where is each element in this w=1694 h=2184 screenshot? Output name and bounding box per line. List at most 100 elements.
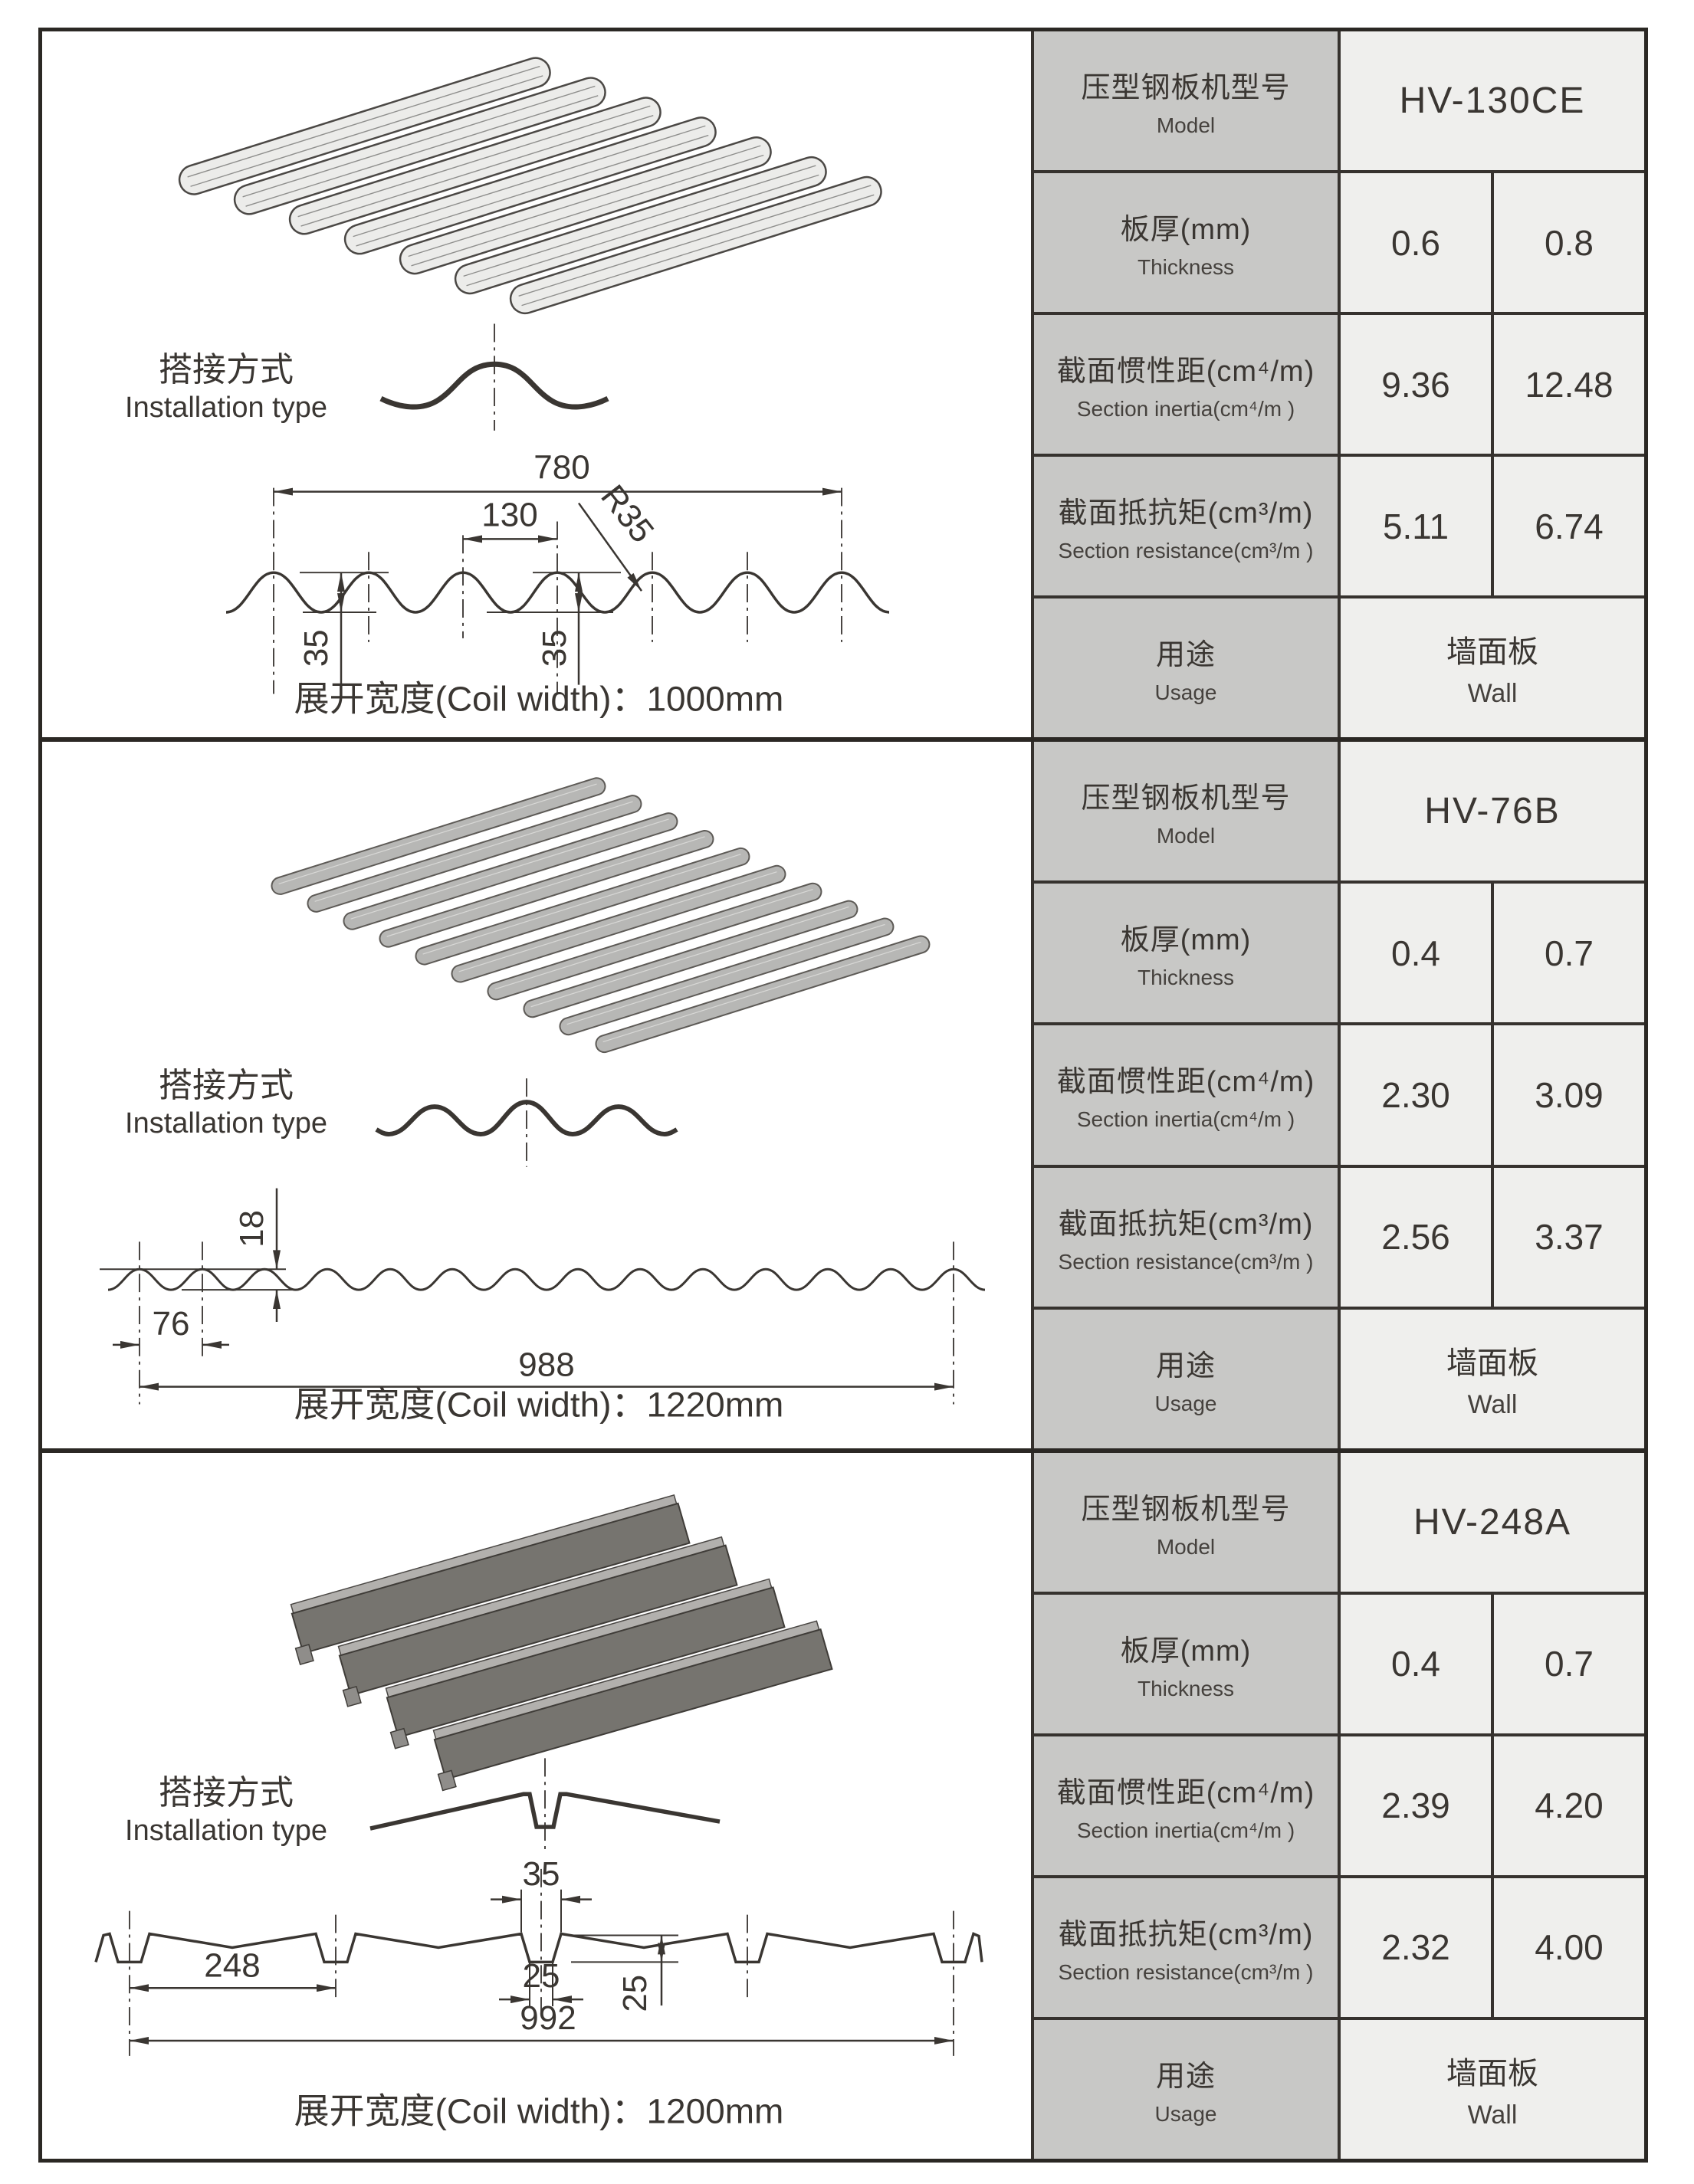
usage-label-cell: 用途 Usage [1034, 598, 1341, 738]
spec-table-hv-130ce: 压型钢板机型号 Model HV-130CE 板厚(mm) Thickness … [1031, 31, 1644, 738]
model-value: HV-130CE [1341, 31, 1644, 171]
usage-label-en: Usage [1154, 680, 1217, 705]
inertia-value-2: 3.09 [1491, 1025, 1644, 1165]
installation-label-en: Installation type [125, 1107, 327, 1140]
diagram-area-1: 搭接方式 Installation type [42, 31, 1031, 737]
inertia-value-2: 4.20 [1491, 1736, 1644, 1875]
resistance-label-zh: 截面抵抗矩(cm³/m) [1058, 1918, 1314, 1951]
usage-label-en: Usage [1154, 1391, 1217, 1415]
inertia-label-cell: 截面惯性距(cm⁴/m) Section inertia(cm⁴/m ) [1034, 1736, 1341, 1875]
thickness-label-zh: 板厚(mm) [1120, 214, 1252, 247]
table-row-thickness: 板厚(mm) Thickness 0.4 0.7 [1034, 880, 1644, 1023]
table-row-usage: 用途 Usage 墙面板 Wall [1034, 2016, 1644, 2159]
model-label-zh: 压型钢板机型号 [1081, 1493, 1291, 1526]
coil-width-text: 展开宽度(Coil width)：1220mm [294, 1385, 784, 1425]
thickness-label-cell: 板厚(mm) Thickness [1034, 884, 1341, 1023]
resistance-label-cell: 截面抵抗矩(cm³/m) Section resistance(cm³/m ) [1034, 457, 1341, 596]
table-row-inertia: 截面惯性距(cm⁴/m) Section inertia(cm⁴/m ) 9.3… [1034, 312, 1644, 454]
resistance-label-zh: 截面抵抗矩(cm³/m) [1058, 1208, 1314, 1241]
inertia-label-zh: 截面惯性距(cm⁴/m) [1056, 356, 1315, 389]
usage-label-cell: 用途 Usage [1034, 2019, 1341, 2159]
panel-3d-illustration [290, 1494, 833, 1792]
usage-label-cell: 用途 Usage [1034, 1309, 1341, 1448]
usage-label-zh: 用途 [1155, 639, 1216, 672]
resistance-value-2: 6.74 [1491, 457, 1644, 596]
usage-value-cell: 墙面板 Wall [1341, 2019, 1644, 2159]
thickness-label-en: Thickness [1137, 255, 1235, 280]
resistance-value-2: 3.37 [1491, 1167, 1644, 1307]
model-label-zh: 压型钢板机型号 [1081, 782, 1291, 815]
resistance-label-en: Section resistance(cm³/m ) [1058, 539, 1314, 563]
thickness-label-en: Thickness [1137, 966, 1235, 990]
resistance-value-1: 2.32 [1341, 1877, 1491, 2017]
resistance-label-zh: 截面抵抗矩(cm³/m) [1058, 497, 1314, 530]
dim-overall: 780 [533, 449, 589, 487]
table-row-thickness: 板厚(mm) Thickness 0.4 0.7 [1034, 1591, 1644, 1733]
dim-top-width: 35 [523, 1854, 560, 1892]
coil-width-text: 展开宽度(Coil width)：1200mm [294, 2091, 784, 2130]
installation-label-zh: 搭接方式 [159, 1067, 294, 1105]
spec-table-hv-248a: 压型钢板机型号 Model HV-248A 板厚(mm) Thickness 0… [1031, 1452, 1644, 2159]
dim-pitch: 76 [153, 1305, 190, 1343]
usage-value-zh: 墙面板 [1446, 2056, 1538, 2091]
usage-value-zh: 墙面板 [1446, 635, 1538, 670]
usage-value-en: Wall [1467, 1389, 1518, 1419]
usage-value-cell: 墙面板 Wall [1341, 1309, 1644, 1448]
profile-drawing: 18 76 988 [100, 1189, 986, 1405]
spec-table-hv-76b: 压型钢板机型号 Model HV-76B 板厚(mm) Thickness 0.… [1031, 742, 1644, 1448]
dim-pitch: 248 [204, 1946, 260, 1984]
trapezoid-profile-path [94, 1931, 983, 1963]
installation-symbol-icon [379, 323, 609, 431]
table-row-usage: 用途 Usage 墙面板 Wall [1034, 1306, 1644, 1448]
dim-bottom-width: 25 [523, 1957, 560, 1995]
profile-drawing: 35 248 25 25 [94, 1854, 983, 2056]
usage-value-cell: 墙面板 Wall [1341, 598, 1644, 738]
diagram-svg-1: 搭接方式 Installation type [125, 57, 890, 718]
inertia-value-1: 2.39 [1341, 1736, 1491, 1875]
dim-height-left: 35 [297, 629, 335, 667]
thickness-value-2: 0.8 [1491, 173, 1644, 313]
installation-label-en: Installation type [125, 392, 327, 424]
dim-height: 18 [233, 1210, 271, 1248]
model-label-cell: 压型钢板机型号 Model [1034, 1452, 1341, 1592]
profile-drawing: 780 130 R35 35 [225, 449, 890, 694]
inertia-label-en: Section inertia(cm⁴/m ) [1076, 1107, 1295, 1132]
usage-label-zh: 用途 [1155, 1349, 1216, 1382]
thickness-value-1: 0.4 [1341, 884, 1491, 1023]
inertia-value-1: 2.30 [1341, 1025, 1491, 1165]
resistance-label-en: Section resistance(cm³/m ) [1058, 1959, 1314, 1984]
usage-label-zh: 用途 [1155, 2060, 1216, 2093]
model-label-cell: 压型钢板机型号 Model [1034, 742, 1341, 881]
dim-span: 992 [520, 1999, 576, 2037]
table-row-resistance: 截面抵抗矩(cm³/m) Section resistance(cm³/m ) … [1034, 454, 1644, 596]
thickness-value-1: 0.6 [1341, 173, 1491, 313]
inertia-label-cell: 截面惯性距(cm⁴/m) Section inertia(cm⁴/m ) [1034, 315, 1341, 454]
installation-label-zh: 搭接方式 [159, 1774, 294, 1812]
resistance-value-1: 2.56 [1341, 1167, 1491, 1307]
table-row-resistance: 截面抵抗矩(cm³/m) Section resistance(cm³/m ) … [1034, 1164, 1644, 1307]
resistance-label-cell: 截面抵抗矩(cm³/m) Section resistance(cm³/m ) [1034, 1877, 1341, 2017]
inertia-label-zh: 截面惯性距(cm⁴/m) [1056, 1066, 1315, 1099]
inertia-value-2: 12.48 [1491, 315, 1644, 454]
page-frame: 搭接方式 Installation type [38, 28, 1648, 2163]
model-value: HV-248A [1341, 1452, 1644, 1592]
section-hv-130ce: 搭接方式 Installation type [42, 31, 1644, 743]
installation-label: 搭接方式 Installation type [125, 1067, 327, 1140]
table-row-inertia: 截面惯性距(cm⁴/m) Section inertia(cm⁴/m ) 2.3… [1034, 1022, 1644, 1165]
resistance-label-cell: 截面抵抗矩(cm³/m) Section resistance(cm³/m ) [1034, 1167, 1341, 1307]
dim-span: 988 [518, 1346, 574, 1384]
model-label-zh: 压型钢板机型号 [1081, 72, 1291, 105]
inertia-label-en: Section inertia(cm⁴/m ) [1076, 397, 1295, 421]
thickness-label-zh: 板厚(mm) [1120, 924, 1252, 957]
inertia-label-cell: 截面惯性距(cm⁴/m) Section inertia(cm⁴/m ) [1034, 1025, 1341, 1165]
resistance-value-2: 4.00 [1491, 1877, 1644, 2017]
diagram-area-2: 搭接方式 Installation type [42, 742, 1031, 1448]
thickness-value-1: 0.4 [1341, 1594, 1491, 1733]
model-label-cell: 压型钢板机型号 Model [1034, 31, 1341, 171]
inertia-label-zh: 截面惯性距(cm⁴/m) [1056, 1776, 1315, 1809]
dim-pitch: 130 [481, 497, 537, 534]
thickness-value-2: 0.7 [1491, 884, 1644, 1023]
usage-value-en: Wall [1467, 679, 1518, 709]
section-hv-248a: 搭接方式 Installation type [42, 1452, 1644, 2159]
